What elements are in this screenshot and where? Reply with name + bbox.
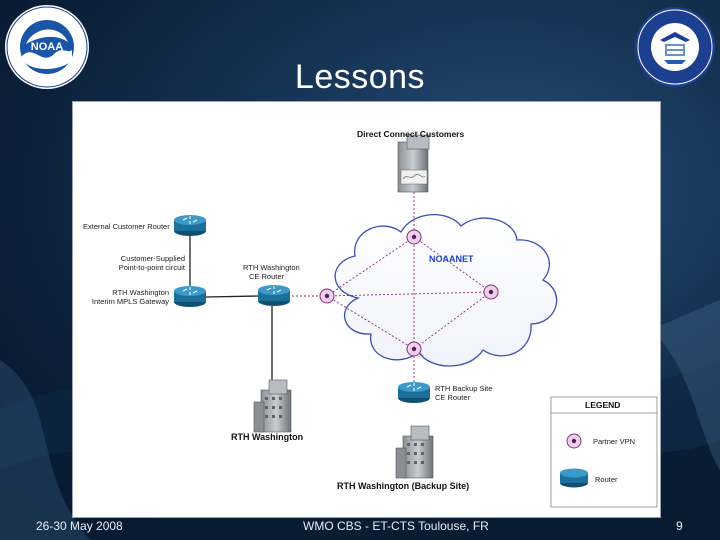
department-of-commerce-seal-icon — [635, 7, 715, 87]
router-rth-ce — [258, 285, 290, 306]
label-rth-backup-site: RTH Washington (Backup Site) — [337, 481, 470, 491]
physical-links — [189, 227, 273, 380]
footer-event: WMO CBS - ET-CTS Toulouse, FR — [303, 519, 489, 533]
diagram-canvas — [174, 134, 658, 508]
legend-vpn-icon — [566, 433, 582, 449]
footer-page-number: 9 — [676, 519, 683, 533]
vpn-node-right — [483, 284, 499, 300]
legend-box — [550, 396, 658, 508]
commerce-seal — [634, 6, 716, 88]
label-backup-ce-router: RTH Backup Site CE Router — [435, 384, 492, 402]
legend-title: LEGEND — [585, 400, 621, 410]
router-interim-gateway — [174, 286, 206, 307]
vpn-node-bottom — [406, 341, 422, 357]
label-direct-connect: Direct Connect Customers — [357, 129, 465, 139]
building-rth-washington — [253, 379, 292, 433]
label-rth-ce-line2: CE Router — [249, 272, 285, 281]
label-interim-gateway: RTH Washington Interim MPLS Gateway — [83, 288, 169, 306]
label-noaanet: NOAANET — [429, 254, 474, 264]
label-customer-supplied-line1: Customer-Supplied — [120, 254, 185, 263]
footer-date: 26-30 May 2008 — [36, 519, 123, 533]
label-backup-ce-line2: CE Router — [435, 393, 471, 402]
legend-partner-vpn-label: Partner VPN — [593, 437, 636, 446]
label-rth-ce-line1: RTH Washington — [243, 263, 300, 272]
vpn-node-left — [319, 288, 335, 304]
noaa-logo-icon: NOAA — [5, 5, 89, 89]
router-external-customer — [174, 215, 206, 236]
label-interim-line2: Interim MPLS Gateway — [91, 297, 169, 306]
partner-vpn-nodes — [319, 229, 499, 357]
label-external-router: External Customer Router — [83, 222, 170, 231]
noaa-logo: NOAA — [4, 4, 90, 90]
slide-title: Lessons — [294, 58, 426, 96]
legend-router-icon — [560, 468, 588, 488]
noaanet-cloud — [334, 214, 558, 367]
label-rth-washington: RTH Washington — [231, 432, 304, 442]
label-interim-line1: RTH Washington — [112, 288, 169, 297]
label-customer-supplied-line2: Point-to-point circuit — [118, 263, 185, 272]
legend-router-label: Router — [595, 475, 618, 484]
building-direct-connect — [397, 134, 430, 193]
network-diagram: Direct Connect Customers External Custom… — [72, 101, 661, 518]
noaa-logo-text: NOAA — [31, 41, 63, 53]
router-backup-ce — [398, 382, 430, 403]
label-customer-supplied: Customer-Supplied Point-to-point circuit — [115, 254, 185, 272]
building-rth-backup — [395, 425, 434, 479]
label-rth-ce-router: RTH Washington CE Router — [243, 263, 300, 281]
vpn-node-top — [406, 229, 422, 245]
label-backup-ce-line1: RTH Backup Site — [435, 384, 493, 393]
